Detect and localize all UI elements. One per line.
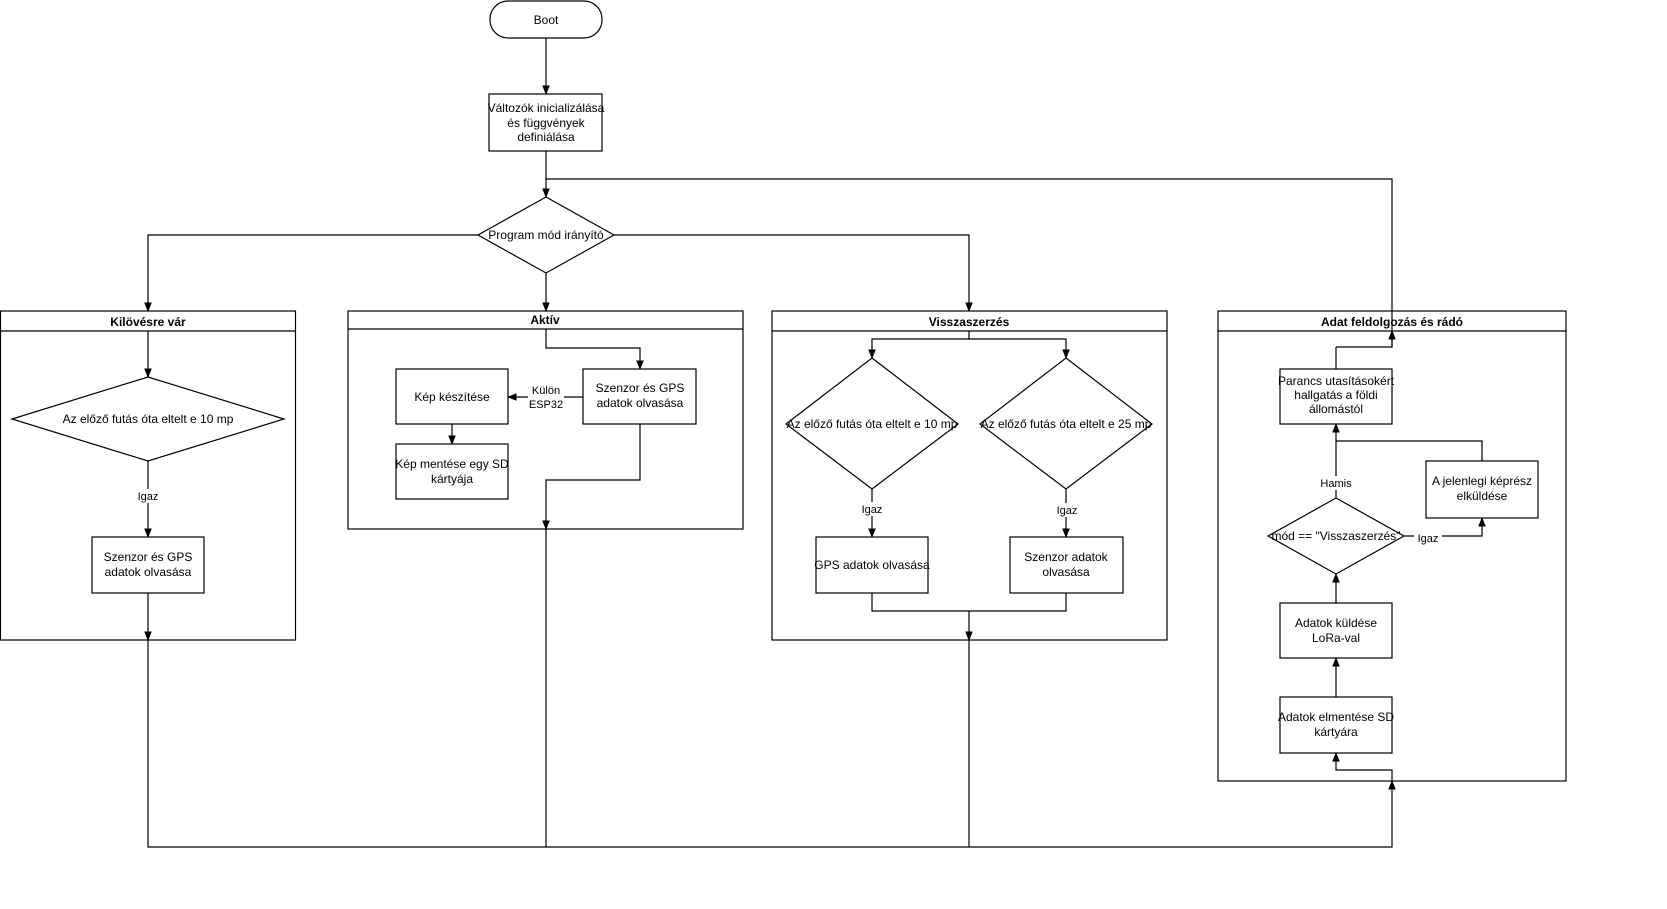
node-save-photo-line2: kártyája xyxy=(431,472,473,486)
node-save-photo: Kép mentése egy SD kártyája xyxy=(395,443,509,500)
node-boot: Boot xyxy=(489,0,603,39)
edge-labels: Igaz Külön ESP32 Igaz Igaz Hamis Igaz xyxy=(134,384,1442,545)
node-proc-send-image-line1: A jelenlegi képrész xyxy=(1432,474,1532,488)
node-mode-controller: Program mód irányító xyxy=(476,196,616,274)
edge-mode-waiting xyxy=(144,234,478,312)
edge-collect-waiting xyxy=(147,640,1396,848)
edge-recovery-split-25 xyxy=(969,338,1070,359)
lane-active-title: Aktív xyxy=(530,313,560,327)
edge-recovery-split xyxy=(868,331,970,359)
edges xyxy=(144,38,1486,848)
label-separate-esp-line2: ESP32 xyxy=(529,399,563,411)
label-rec25-true: Igaz xyxy=(1057,505,1078,517)
node-take-photo-label: Kép készítése xyxy=(414,390,490,404)
node-rec-sensor: Szenzor adatok olvasása xyxy=(1009,536,1124,594)
node-rec-gps: GPS adatok olvasása xyxy=(814,536,930,594)
edge-image-listen xyxy=(1336,440,1483,461)
node-proc-send-image: A jelenlegi képrész elküldése xyxy=(1425,460,1539,519)
node-proc-save-line2: kártyára xyxy=(1314,725,1358,739)
node-mode-controller-label: Program mód irányító xyxy=(488,228,604,242)
node-active-read: Szenzor és GPS adatok olvasása xyxy=(582,368,697,425)
edge-proc-entry xyxy=(1332,752,1393,781)
node-save-photo-line1: Kép mentése egy SD xyxy=(395,457,509,471)
node-wait-check: Az előző futás óta eltelt e 10 mp xyxy=(9,376,287,462)
node-rec-check25: Az előző futás óta eltelt e 25 mp xyxy=(979,357,1153,490)
node-proc-mode-check-label: mód == "Visszaszerzés" xyxy=(1271,529,1400,543)
node-init-line3: definiálása xyxy=(517,130,575,144)
node-wait-read-line1: Szenzor és GPS xyxy=(104,550,193,564)
edge-active-read-out xyxy=(542,424,641,530)
node-rec-sensor-line2: olvasása xyxy=(1042,565,1090,579)
label-mode-true: Igaz xyxy=(1418,533,1439,545)
node-rec-check10-label: Az előző futás óta eltelt e 10 mp xyxy=(787,417,958,431)
node-take-photo: Kép készítése xyxy=(395,368,509,425)
node-init: Változók inicializálása és függvények de… xyxy=(488,93,605,152)
lane-waiting-title: Kilövésre vár xyxy=(110,315,186,329)
node-proc-listen-line1: Parancs utasításokért xyxy=(1278,374,1395,388)
node-proc-save-line1: Adatok elmentése SD xyxy=(1278,710,1394,724)
node-proc-listen: Parancs utasításokért hallgatás a földi … xyxy=(1278,368,1395,425)
label-wait-true: Igaz xyxy=(138,491,159,503)
node-proc-send-line2: LoRa-val xyxy=(1312,631,1360,645)
node-proc-mode-check: mód == "Visszaszerzés" xyxy=(1266,497,1406,575)
node-proc-send-image-line2: elküldése xyxy=(1457,489,1508,503)
node-init-line1: Változók inicializálása xyxy=(488,101,605,115)
node-wait-check-label: Az előző futás óta eltelt e 10 mp xyxy=(63,412,234,426)
edge-active-read xyxy=(545,329,644,370)
node-wait-read: Szenzor és GPS adatok olvasása xyxy=(91,536,205,594)
node-rec-gps-label: GPS adatok olvasása xyxy=(814,558,930,572)
node-proc-listen-line3: állomástól xyxy=(1309,402,1363,416)
node-rec-check10: Az előző futás óta eltelt e 10 mp xyxy=(785,357,959,490)
label-rec10-true: Igaz xyxy=(862,504,883,516)
node-proc-listen-line2: hallgatás a földi xyxy=(1294,388,1377,402)
node-wait-read-line2: adatok olvasása xyxy=(105,565,192,579)
edge-mode-recovery xyxy=(614,234,973,312)
edge-loop-return xyxy=(546,178,1393,348)
node-proc-save: Adatok elmentése SD kártyára xyxy=(1278,696,1394,754)
node-init-line2: és függvények xyxy=(507,116,585,130)
node-rec-check25-label: Az előző futás óta eltelt e 25 mp xyxy=(981,417,1152,431)
node-active-read-line2: adatok olvasása xyxy=(597,396,684,410)
label-separate-esp-line1: Külön xyxy=(532,385,560,397)
node-proc-send-line1: Adatok küldése xyxy=(1295,616,1377,630)
node-boot-label: Boot xyxy=(534,13,559,27)
node-proc-send: Adatok küldése LoRa-val xyxy=(1279,602,1393,659)
node-rec-sensor-line1: Szenzor adatok xyxy=(1024,550,1108,564)
lane-recovery-title: Visszaszerzés xyxy=(929,315,1010,329)
node-active-read-line1: Szenzor és GPS xyxy=(596,381,685,395)
label-mode-false: Hamis xyxy=(1320,478,1352,490)
